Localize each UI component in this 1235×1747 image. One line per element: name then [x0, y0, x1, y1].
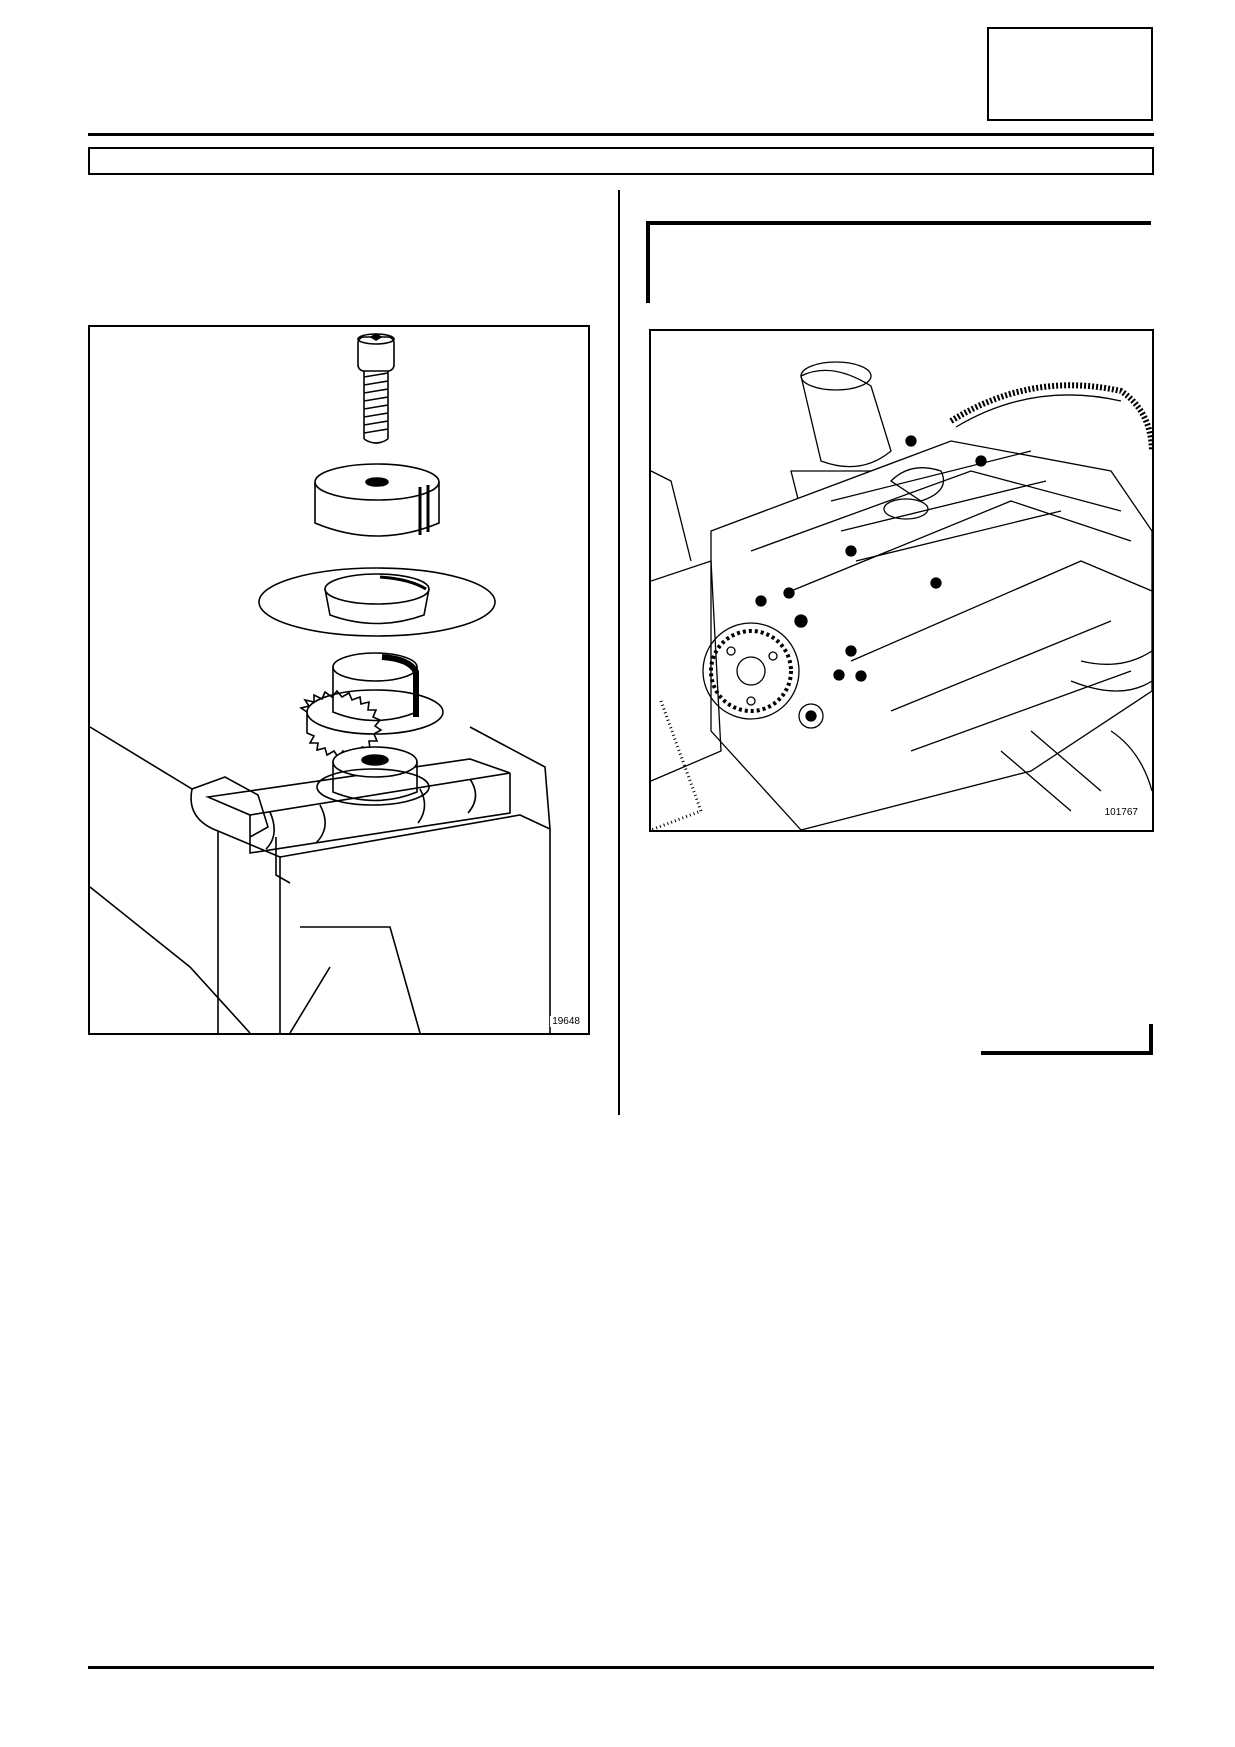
note-bracket-left — [646, 221, 650, 303]
header-rule — [88, 133, 1154, 136]
section-title-bar — [88, 147, 1154, 175]
note-bracket-bottom — [981, 1051, 1153, 1055]
footer-rule — [88, 1666, 1154, 1669]
figure-engine-view: 101767 — [649, 329, 1154, 832]
figure-reference-number: 19648 — [550, 1016, 582, 1027]
figure-tool-assembly: 19648 — [88, 325, 590, 1035]
column-divider — [618, 190, 620, 1115]
engine-drawing — [651, 361, 1152, 830]
figure-reference-number: 101767 — [1102, 807, 1140, 818]
section-number-box — [987, 27, 1153, 121]
note-bracket-right — [1149, 1024, 1153, 1055]
tool-assembly-drawing — [90, 333, 551, 1033]
note-bracket-top — [646, 221, 1151, 225]
